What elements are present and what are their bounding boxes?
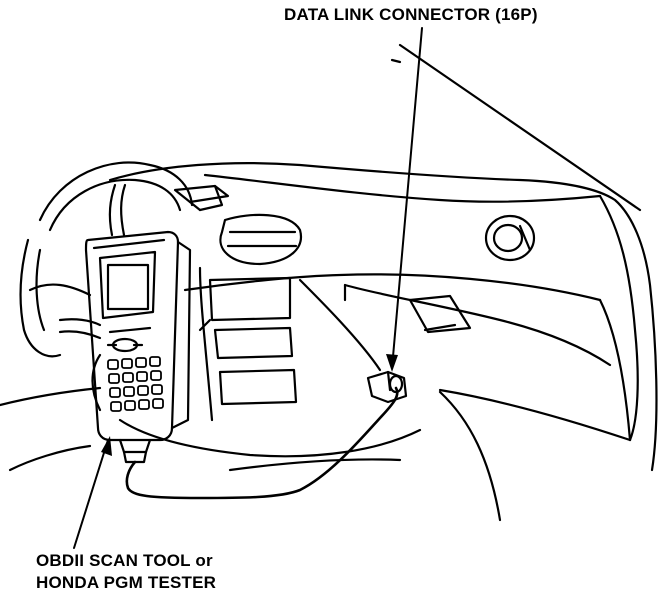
steering-wheel	[19, 161, 194, 412]
round-vent	[484, 214, 536, 262]
scan-tool-label: OBDII SCAN TOOL or HONDA PGM TESTER	[36, 550, 216, 594]
connector-cable	[125, 386, 399, 500]
arrowheads	[101, 354, 398, 456]
windshield-lines	[390, 43, 642, 212]
air-vents	[173, 184, 472, 334]
dashboard-outline	[0, 162, 658, 522]
data-link-connector-label: DATA LINK CONNECTOR (16P)	[284, 5, 538, 24]
center-stack	[198, 266, 298, 422]
scan-tool-device	[84, 230, 192, 464]
data-link-connector	[366, 370, 408, 404]
leader-lines	[73, 27, 423, 549]
scan-tool-label-line-2: HONDA PGM TESTER	[36, 573, 217, 592]
scan-tool-label-line-1: OBDII SCAN TOOL or	[36, 551, 213, 570]
